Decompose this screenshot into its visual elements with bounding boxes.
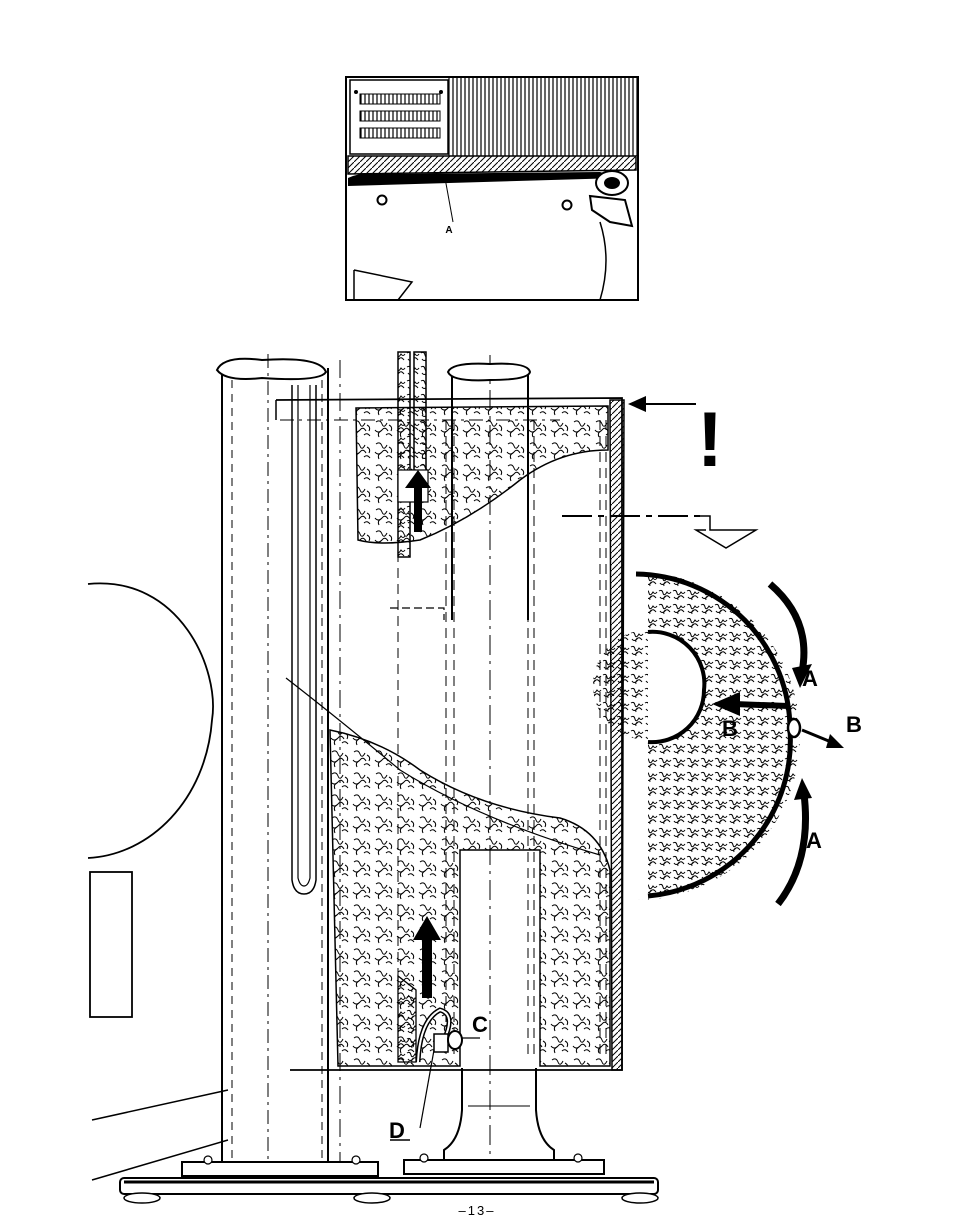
label-c: C — [472, 1012, 488, 1037]
left-arrow-icon — [628, 396, 646, 412]
section-view-arrow-icon — [696, 516, 756, 548]
label-b-outer: B — [846, 712, 862, 737]
fiber-texture — [448, 78, 637, 156]
page-number: –13– — [0, 1203, 954, 1218]
warning-mark: ! — [697, 395, 723, 483]
label-d: D — [389, 1118, 405, 1143]
shell-wall — [610, 400, 624, 1070]
bracket-block — [90, 872, 132, 1017]
callout-a-label: A — [445, 225, 452, 236]
vent-panel — [350, 80, 448, 154]
base-assembly — [120, 1154, 658, 1203]
insulation-lower — [330, 730, 610, 1066]
label-a-bottom: A — [806, 828, 822, 853]
inset-illustration: A — [346, 77, 638, 300]
sensor-point — [788, 719, 800, 737]
arrow-b-outer-icon — [826, 734, 844, 748]
clamp-screw-c — [448, 1031, 462, 1049]
left-tube — [217, 354, 328, 1165]
label-b-inner: B — [722, 716, 738, 741]
tank-outline — [88, 583, 213, 858]
main-diagram: C D ! A A B B — [88, 352, 862, 1203]
label-a-top: A — [802, 666, 818, 691]
arrow-a-bottom-icon — [778, 794, 806, 904]
hatched-band — [348, 156, 636, 174]
insulation-top — [356, 406, 608, 543]
